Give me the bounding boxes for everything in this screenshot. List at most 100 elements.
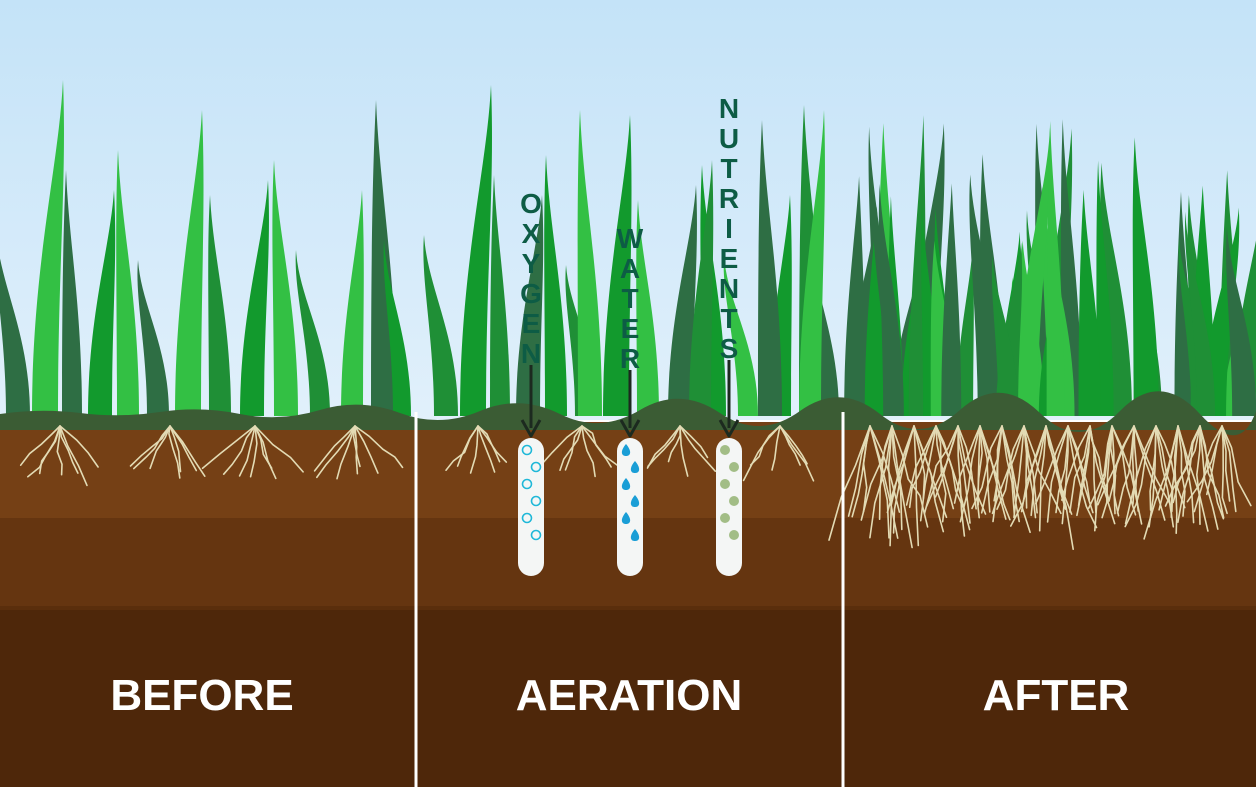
bubble-icon xyxy=(521,512,533,524)
input-label-letter: T xyxy=(720,303,737,334)
root-strand xyxy=(742,425,781,482)
root-strand xyxy=(581,425,596,478)
grass-blade xyxy=(137,260,169,416)
root-strand xyxy=(935,425,971,531)
root-strand xyxy=(913,425,948,519)
root-strand xyxy=(354,425,359,475)
root-strand xyxy=(1001,425,1031,534)
root-strand xyxy=(646,425,681,469)
water-drop-icon xyxy=(621,512,631,524)
bubble-icon xyxy=(530,461,542,473)
root-strand xyxy=(647,425,681,468)
root-strand xyxy=(1177,425,1201,523)
root-strand xyxy=(779,425,808,465)
root-strand xyxy=(254,425,277,480)
root-strand xyxy=(249,425,258,478)
root-strand xyxy=(59,425,79,474)
root-strand xyxy=(59,425,88,487)
input-label-letter: N xyxy=(521,338,541,369)
input-label-letter: T xyxy=(621,283,638,314)
roots-after xyxy=(828,425,1252,550)
root-strand xyxy=(935,425,947,523)
root-strand xyxy=(1023,425,1062,515)
root-strand xyxy=(1111,425,1116,515)
grass-blade xyxy=(341,190,364,416)
root-strand xyxy=(953,425,981,504)
root-strand xyxy=(1193,425,1223,513)
root-strand xyxy=(1221,425,1231,502)
root-strand xyxy=(581,425,621,468)
root-strand xyxy=(828,425,871,541)
roots-before xyxy=(19,425,404,487)
root-strand xyxy=(1221,425,1228,515)
root-strand xyxy=(1155,425,1186,509)
panel-label-after: AFTER xyxy=(983,671,1130,720)
grass-blade xyxy=(799,110,825,416)
root-strand xyxy=(1149,425,1157,511)
grass-aeration xyxy=(423,85,839,416)
grass-blade xyxy=(32,80,64,416)
root-strand xyxy=(456,425,479,467)
water-drop-icon xyxy=(621,444,631,456)
grass-blade xyxy=(758,120,782,416)
roots-aeration xyxy=(445,425,815,482)
grass-blade xyxy=(668,185,697,416)
root-strand xyxy=(559,425,583,471)
grass-blade xyxy=(208,195,231,416)
root-strand xyxy=(679,425,717,472)
grass-blade xyxy=(1078,189,1101,416)
down-arrow-head xyxy=(520,419,542,438)
grass-blade xyxy=(116,150,139,416)
grass-blade xyxy=(1096,160,1114,416)
grass-blade xyxy=(723,255,758,416)
root-strand xyxy=(1035,425,1069,505)
turf-line xyxy=(0,391,1256,436)
root-strand xyxy=(1199,425,1225,519)
root-strand xyxy=(919,425,937,522)
grass-blade xyxy=(1015,127,1051,417)
root-strand xyxy=(1020,425,1047,513)
root-strand xyxy=(354,425,379,474)
input-label-letter: E xyxy=(621,313,640,344)
root-strand xyxy=(771,425,781,471)
down-arrow-head xyxy=(619,419,641,438)
root-strand xyxy=(1116,425,1135,514)
root-strand xyxy=(1087,425,1113,509)
grass-blade xyxy=(383,240,411,416)
grass-blade xyxy=(544,155,567,416)
root-strand xyxy=(979,425,991,513)
root-strand xyxy=(847,425,871,517)
root-strand xyxy=(957,425,966,537)
root-strand xyxy=(749,425,781,466)
root-strand xyxy=(1124,425,1157,525)
root-strand xyxy=(19,425,61,466)
root-strand xyxy=(935,425,955,510)
grass-after xyxy=(844,115,1256,417)
root-strand xyxy=(996,425,1025,510)
root-strand xyxy=(957,425,977,510)
bubble-icon xyxy=(530,529,542,541)
root-strand xyxy=(56,425,63,476)
panel-label-before: BEFORE xyxy=(110,671,293,720)
root-strand xyxy=(887,425,893,547)
root-strand xyxy=(862,425,871,513)
grass-blade xyxy=(490,175,510,416)
input-label-letter: N xyxy=(719,273,739,304)
root-strand xyxy=(1045,425,1073,515)
root-strand xyxy=(1001,425,1020,523)
root-strand xyxy=(477,425,496,473)
water-drop-icon xyxy=(630,529,640,541)
nutrient-dot-icon xyxy=(720,479,730,489)
aeration-core-hole xyxy=(716,438,742,576)
root-strand xyxy=(923,425,959,515)
grass-blade xyxy=(878,183,904,416)
root-strand xyxy=(1177,425,1186,517)
grass-blade xyxy=(240,180,269,416)
root-strand xyxy=(254,425,304,473)
input-label-letter: A xyxy=(620,253,640,284)
input-label-letter: R xyxy=(719,183,739,214)
root-strand xyxy=(129,425,171,467)
grass-blade xyxy=(1046,120,1065,416)
root-strand xyxy=(169,425,206,477)
grass-blade xyxy=(88,190,116,416)
